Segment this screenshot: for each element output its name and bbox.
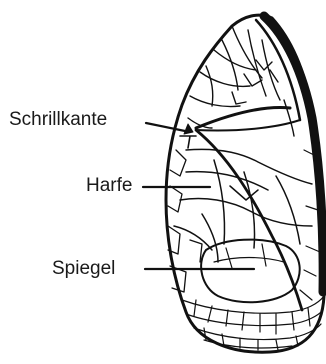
- upper-veins: [188, 26, 294, 136]
- label-spiegel: Spiegel: [52, 259, 115, 278]
- lower-cell-mesh: [182, 150, 324, 350]
- label-harfe: Harfe: [86, 176, 132, 195]
- schrillkante-marker: [184, 124, 193, 134]
- spiegel-cell: [201, 240, 300, 303]
- label-schrillkante: Schrillkante: [9, 110, 107, 129]
- harfe-veins: [174, 149, 312, 262]
- leader-line-schrillkante: [146, 123, 185, 131]
